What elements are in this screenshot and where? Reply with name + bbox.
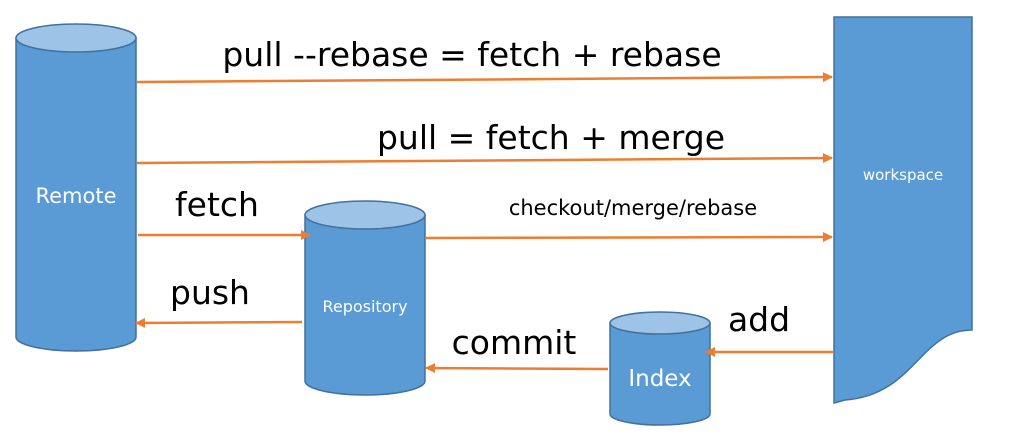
workspace-label: workspace xyxy=(863,166,943,184)
fetch-label: fetch xyxy=(175,185,259,224)
remote-label: Remote xyxy=(35,184,116,208)
push-label: push xyxy=(170,273,250,312)
commit-arrow xyxy=(425,363,609,374)
repository-label: Repository xyxy=(322,297,407,316)
checkout-arrow xyxy=(425,232,833,243)
push-arrow xyxy=(135,317,303,328)
checkout-label: checkout/merge/rebase xyxy=(509,196,757,220)
pull-rebase-label: pull --rebase = fetch + rebase xyxy=(222,35,721,74)
pull-rebase-arrow xyxy=(136,72,833,84)
remote-cylinder: Remote xyxy=(15,23,137,352)
index-cylinder: Index xyxy=(609,311,711,426)
index-label: Index xyxy=(628,366,691,392)
commit-label: commit xyxy=(452,323,577,362)
repository-cylinder: Repository xyxy=(304,200,426,396)
add-label: add xyxy=(728,300,790,339)
pull-merge-label: pull = fetch + merge xyxy=(377,118,725,157)
workspace-document: workspace xyxy=(833,16,973,404)
pull-merge-arrow xyxy=(136,153,833,165)
